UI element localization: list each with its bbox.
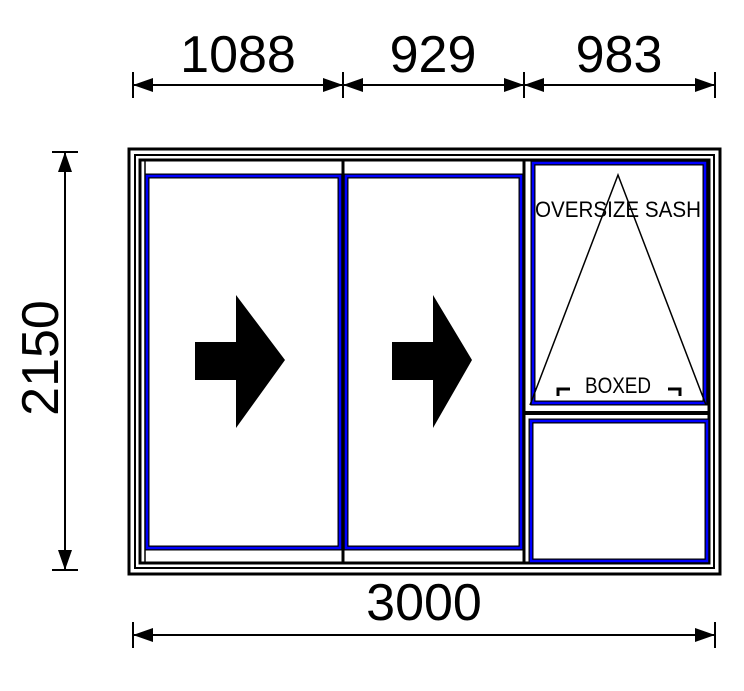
opening-direction-triangle — [529, 172, 707, 406]
dimension-width-2: 929 — [390, 26, 477, 84]
sliding-panel-2 — [343, 173, 524, 551]
top-dimension-line — [132, 72, 716, 98]
boxed-label: BOXED — [585, 373, 651, 398]
total-width-dimension-line — [132, 622, 716, 648]
boxed-bracket-right — [668, 387, 682, 396]
boxed-bracket-left — [556, 387, 570, 396]
slide-direction-arrow-icon — [392, 295, 472, 428]
awning-sash: OVERSIZE SASH BOXED — [529, 160, 708, 406]
slide-direction-arrow-icon — [195, 295, 285, 428]
sliding-panel-1 — [144, 173, 343, 551]
dimension-width-1: 1088 — [180, 26, 296, 84]
dimension-height: 2150 — [12, 300, 70, 416]
dimension-total-width: 3000 — [366, 574, 482, 632]
dimension-width-3: 983 — [576, 26, 663, 84]
height-dimension-line — [52, 151, 78, 571]
oversize-sash-label: OVERSIZE SASH — [535, 197, 701, 222]
fixed-lower-pane — [528, 418, 710, 564]
